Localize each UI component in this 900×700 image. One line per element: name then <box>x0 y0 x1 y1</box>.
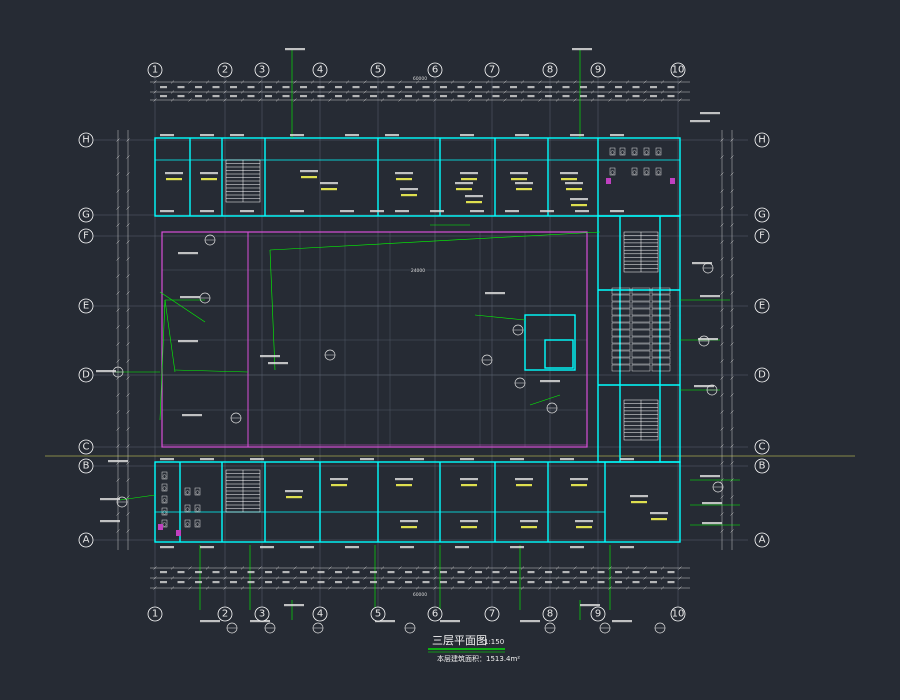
svg-text:8: 8 <box>547 609 553 620</box>
room-annotations <box>96 48 722 623</box>
svg-text:E: E <box>83 301 89 312</box>
svg-text:5: 5 <box>375 609 381 620</box>
stair-icon <box>225 159 659 513</box>
svg-text:F: F <box>83 231 89 242</box>
svg-text:2: 2 <box>222 609 228 620</box>
leader-lines <box>115 50 740 620</box>
svg-text:C: C <box>759 442 766 453</box>
svg-text:B: B <box>83 461 90 472</box>
building-walls <box>154 137 681 543</box>
title-block: 三层平面图 1:150 本层建筑面积：1513.4m² <box>428 634 520 663</box>
svg-text:9: 9 <box>595 65 601 76</box>
svg-text:8: 8 <box>547 65 553 76</box>
svg-text:B: B <box>759 461 766 472</box>
svg-text:3: 3 <box>259 65 265 76</box>
svg-text:4: 4 <box>317 609 323 620</box>
svg-text:C: C <box>83 442 90 453</box>
svg-text:3: 3 <box>259 609 265 620</box>
svg-text:4: 4 <box>317 65 323 76</box>
svg-text:10: 10 <box>672 609 685 620</box>
svg-text:9: 9 <box>595 609 601 620</box>
svg-text:6: 6 <box>432 65 438 76</box>
svg-text:G: G <box>82 210 90 221</box>
roof-outline <box>161 231 588 448</box>
svg-text:H: H <box>758 135 766 146</box>
svg-text:H: H <box>82 135 90 146</box>
svg-text:2: 2 <box>222 65 228 76</box>
svg-text:G: G <box>758 210 766 221</box>
svg-text:A: A <box>83 535 90 546</box>
svg-text:D: D <box>82 370 90 381</box>
svg-text:1: 1 <box>152 609 158 620</box>
svg-text:10: 10 <box>672 65 685 76</box>
roof-width-dimension: 24000 <box>411 268 425 274</box>
svg-text:7: 7 <box>489 609 495 620</box>
top-total-dimension: 60000 <box>413 76 427 82</box>
svg-text:5: 5 <box>375 65 381 76</box>
svg-text:7: 7 <box>489 65 495 76</box>
drawing-title: 三层平面图 <box>432 634 487 647</box>
escalator-block <box>611 287 671 372</box>
bottom-total-dimension: 60000 <box>413 592 427 598</box>
dimension-ticks <box>116 80 734 590</box>
drawing-scale: 1:150 <box>484 638 504 646</box>
floor-area-label: 本层建筑面积：1513.4m² <box>437 654 520 663</box>
toilet-fixture-icon <box>158 147 675 536</box>
structural-grid <box>92 78 748 608</box>
svg-text:F: F <box>759 231 765 242</box>
section-mark-icon <box>112 234 724 634</box>
svg-text:6: 6 <box>432 609 438 620</box>
svg-text:E: E <box>759 301 765 312</box>
svg-text:A: A <box>759 535 766 546</box>
svg-text:D: D <box>758 370 766 381</box>
svg-text:1: 1 <box>152 65 158 76</box>
